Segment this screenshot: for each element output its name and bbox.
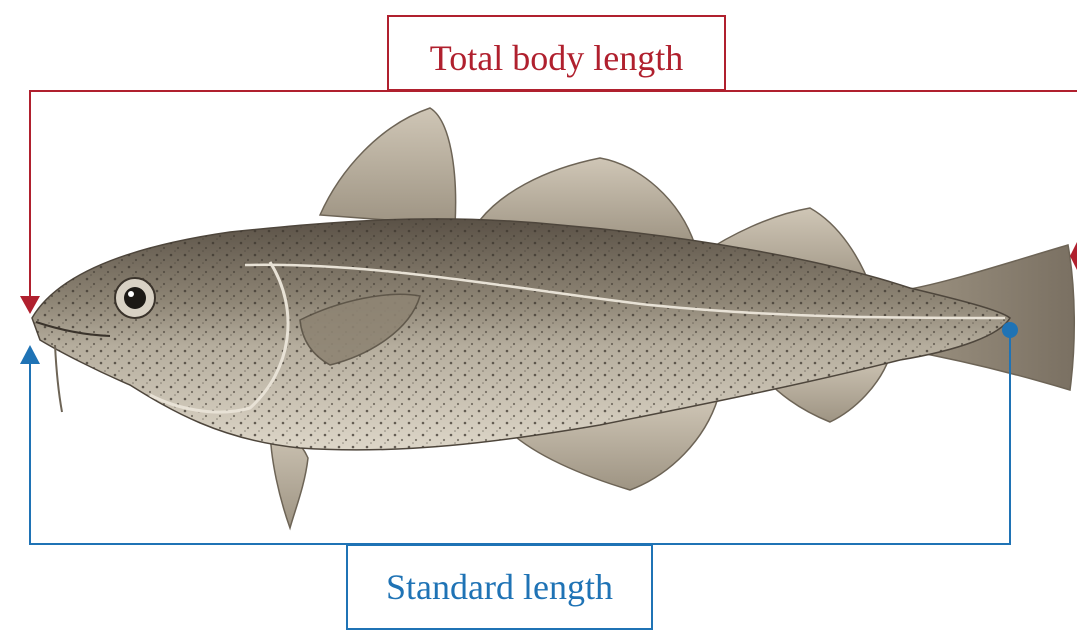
first-dorsal-fin bbox=[320, 108, 456, 225]
fish-eye-highlight bbox=[128, 291, 134, 297]
chin-barbel bbox=[55, 345, 62, 412]
cod-fish-illustration bbox=[30, 108, 1074, 528]
standard-length-arrow-head bbox=[20, 345, 40, 364]
standard-length-endpoint-dot bbox=[1002, 322, 1018, 338]
standard-length-label: Standard length bbox=[346, 544, 653, 630]
fish-spots bbox=[30, 200, 1020, 460]
fish-pupil bbox=[124, 287, 146, 309]
total-body-length-label: Total body length bbox=[387, 15, 726, 91]
